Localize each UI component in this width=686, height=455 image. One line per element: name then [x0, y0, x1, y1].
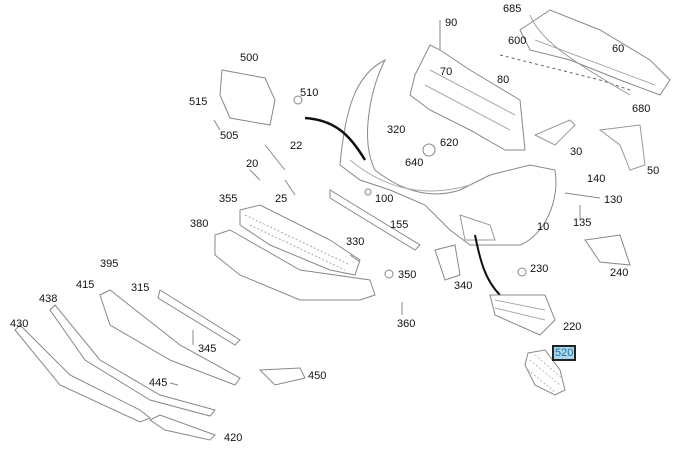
part-520-grille: [524, 349, 566, 396]
callout-50[interactable]: 50: [647, 165, 660, 177]
part-315: [157, 289, 241, 346]
part-30: [533, 119, 576, 146]
callout-380[interactable]: 380: [190, 218, 209, 230]
callout-140[interactable]: 140: [587, 173, 606, 185]
callout-130[interactable]: 130: [604, 194, 623, 206]
callout-450[interactable]: 450: [308, 370, 327, 382]
callout-70[interactable]: 70: [440, 66, 453, 78]
callout-415[interactable]: 415: [76, 279, 95, 291]
callout-640[interactable]: 640: [405, 157, 424, 169]
part-500-plate: [219, 69, 276, 126]
part-155-strip: [329, 189, 421, 251]
part-10-bumper-cover: [339, 58, 557, 246]
part-50: [598, 124, 646, 171]
callout-510[interactable]: 510: [300, 87, 319, 99]
part-420-trim: [149, 414, 216, 441]
callout-350[interactable]: 350: [398, 269, 417, 281]
callout-500[interactable]: 500: [240, 52, 259, 64]
callout-60[interactable]: 60: [612, 43, 625, 55]
callout-680[interactable]: 680: [632, 103, 651, 115]
callout-320[interactable]: 320: [387, 124, 406, 136]
callout-360[interactable]: 360: [397, 318, 416, 330]
callout-438[interactable]: 438: [39, 293, 58, 305]
callout-20[interactable]: 20: [246, 158, 259, 170]
callout-355[interactable]: 355: [219, 193, 238, 205]
callout-315[interactable]: 315: [131, 282, 150, 294]
callout-515[interactable]: 515: [189, 96, 208, 108]
callout-685[interactable]: 685: [503, 3, 522, 15]
part-430-trim: [14, 324, 151, 423]
callout-30[interactable]: 30: [570, 146, 583, 158]
callout-80[interactable]: 80: [497, 74, 510, 86]
part-60-beam: [519, 9, 671, 96]
part-380-lower-cover: [214, 229, 376, 301]
part-70-carrier: [409, 44, 526, 151]
part-415-spoiler: [99, 289, 241, 386]
callout-25[interactable]: 25: [275, 193, 288, 205]
callout-340[interactable]: 340: [454, 280, 473, 292]
part-220-housing: [489, 294, 556, 336]
callout-520-highlighted[interactable]: 520: [552, 345, 577, 361]
part-355-grille: [239, 204, 361, 276]
callout-155[interactable]: 155: [390, 219, 409, 231]
callout-240[interactable]: 240: [610, 267, 629, 279]
callout-600[interactable]: 600: [508, 35, 527, 47]
part-340: [434, 244, 461, 281]
callout-90[interactable]: 90: [445, 17, 458, 29]
callout-620[interactable]: 620: [440, 137, 459, 149]
callout-330[interactable]: 330: [346, 236, 365, 248]
callout-505[interactable]: 505: [220, 130, 239, 142]
callout-430[interactable]: 430: [10, 318, 29, 330]
callout-420[interactable]: 420: [224, 432, 243, 444]
part-600-harness: [499, 54, 631, 91]
callout-10[interactable]: 10: [537, 221, 550, 233]
callout-22[interactable]: 22: [290, 140, 303, 152]
part-240: [584, 234, 631, 266]
callout-100[interactable]: 100: [375, 193, 394, 205]
callout-395[interactable]: 395: [100, 258, 119, 270]
callout-135[interactable]: 135: [573, 217, 592, 229]
part-450: [258, 367, 306, 386]
part-438-trim: [49, 304, 216, 417]
callout-220[interactable]: 220: [563, 321, 582, 333]
callout-445[interactable]: 445: [149, 377, 168, 389]
callout-230[interactable]: 230: [530, 263, 549, 275]
callout-345[interactable]: 345: [198, 343, 217, 355]
